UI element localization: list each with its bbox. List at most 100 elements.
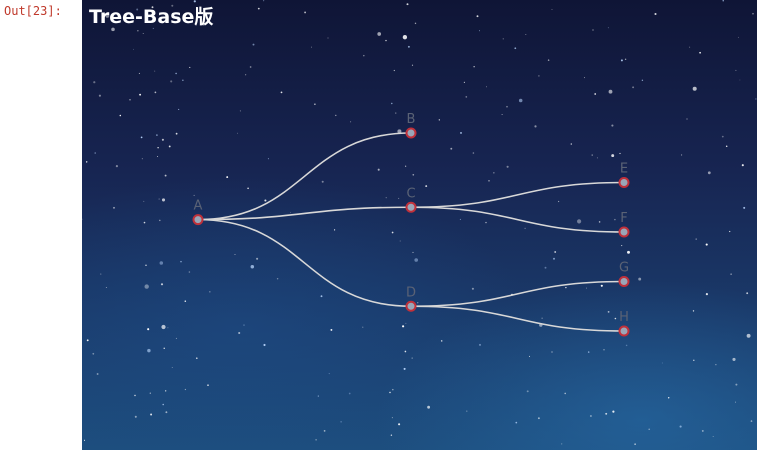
star <box>463 81 465 83</box>
star <box>171 367 173 368</box>
star <box>404 350 407 353</box>
star <box>473 66 475 68</box>
node-label-d: D <box>406 285 416 300</box>
node-f[interactable] <box>618 226 630 238</box>
star <box>493 172 495 174</box>
star <box>385 39 387 42</box>
star <box>692 310 695 312</box>
edge-c-e <box>410 181 625 209</box>
star <box>524 227 526 230</box>
star <box>471 287 474 290</box>
star <box>525 33 527 36</box>
star <box>552 257 556 260</box>
star <box>161 324 166 330</box>
star <box>239 110 241 112</box>
star <box>693 359 695 362</box>
star <box>746 292 749 295</box>
star <box>144 284 149 289</box>
star <box>156 134 158 136</box>
star <box>94 152 96 154</box>
star <box>138 72 140 74</box>
star <box>537 417 540 420</box>
star <box>551 9 553 11</box>
star <box>594 93 597 95</box>
star <box>701 429 704 432</box>
star <box>619 152 621 155</box>
star <box>391 417 393 419</box>
star <box>157 147 159 149</box>
star <box>634 443 636 445</box>
star <box>405 322 407 324</box>
star <box>115 165 118 168</box>
star <box>592 29 594 31</box>
star <box>141 158 143 160</box>
star <box>189 66 191 68</box>
star <box>427 405 431 409</box>
star <box>164 174 167 177</box>
edge-d-g <box>410 280 625 308</box>
star <box>234 254 236 255</box>
star <box>195 357 198 360</box>
star <box>82 218 83 220</box>
star <box>178 108 180 110</box>
star <box>735 383 738 386</box>
star <box>746 333 751 338</box>
star <box>627 250 630 254</box>
star <box>570 143 573 145</box>
star <box>175 72 177 75</box>
star <box>250 264 255 269</box>
star <box>695 238 697 240</box>
star <box>551 351 553 353</box>
star <box>411 64 414 66</box>
star <box>182 79 184 81</box>
star <box>654 12 657 16</box>
star <box>188 271 191 273</box>
star <box>315 438 317 441</box>
star <box>741 164 744 167</box>
star <box>679 425 682 428</box>
star <box>247 187 249 190</box>
star <box>514 47 517 50</box>
star <box>587 351 590 353</box>
star <box>722 0 724 2</box>
star <box>237 132 238 134</box>
star <box>392 388 394 391</box>
star <box>565 286 567 289</box>
star <box>119 114 122 117</box>
node-b[interactable] <box>405 127 417 139</box>
star <box>267 158 269 160</box>
star <box>249 66 252 68</box>
star <box>414 258 419 262</box>
node-label-a: A <box>194 199 203 214</box>
star <box>538 75 540 77</box>
star <box>328 373 330 375</box>
star <box>614 218 616 221</box>
star <box>648 428 650 431</box>
star <box>280 91 283 94</box>
star <box>150 413 153 416</box>
star <box>486 86 487 88</box>
star <box>459 218 461 220</box>
star <box>321 180 324 183</box>
star <box>406 3 409 6</box>
star <box>402 325 405 328</box>
node-c[interactable] <box>405 201 417 213</box>
star <box>340 421 342 423</box>
star <box>171 4 174 7</box>
star <box>460 131 462 134</box>
star <box>755 98 757 100</box>
node-d[interactable] <box>405 300 417 312</box>
star <box>207 384 209 386</box>
node-e[interactable] <box>618 177 630 188</box>
star <box>395 112 397 114</box>
star <box>398 423 401 426</box>
star <box>752 12 754 15</box>
star <box>226 176 229 179</box>
node-a[interactable] <box>192 214 204 226</box>
node-h[interactable] <box>618 325 630 337</box>
node-g[interactable] <box>618 276 630 287</box>
edge-d-h <box>410 305 625 332</box>
star <box>98 94 101 97</box>
star <box>139 93 142 96</box>
star <box>515 421 518 424</box>
